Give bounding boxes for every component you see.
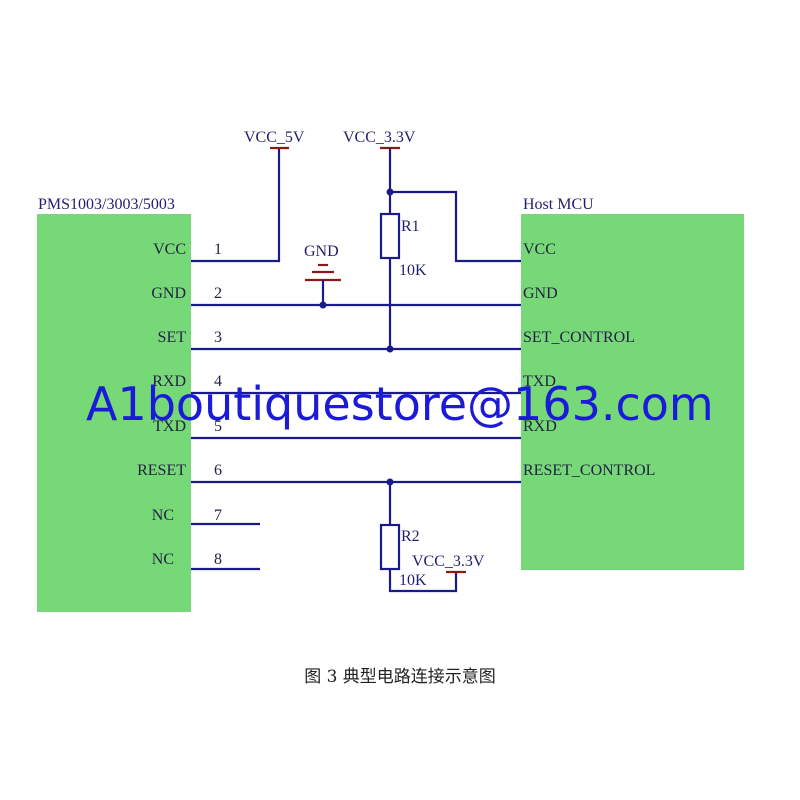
r2-ref-label: R2 [401,528,420,545]
left-pin-label-rxd: RXD [152,373,186,390]
left-pin-label-nc7: NC [152,507,174,524]
wire-vcc5v [191,148,281,263]
vcc5v-label: VCC_5V [244,129,305,146]
vcc33-top-label: VCC_3.3V [343,129,416,146]
junction-vcc33 [386,188,394,196]
right-pin-label-rxd: RXD [523,418,557,435]
pin-number-6: 6 [214,462,222,479]
gnd-symbol-label: GND [304,243,339,260]
pin-number-4: 4 [214,373,222,390]
resistor-r1-body [379,212,401,260]
left-pin-label-gnd: GND [151,285,186,302]
junction-reset [386,478,394,486]
right-pin-label-reset-control: RESET_CONTROL [523,462,655,479]
r1-value-label: 10K [399,262,427,279]
left-pin-label-txd: TXD [153,418,186,435]
pin-number-1: 1 [214,241,222,258]
right-pin-label-vcc: VCC [523,241,556,258]
wire-r2-to-vcc33 [388,569,458,593]
host-mcu-chip-body [521,214,744,570]
resistor-r2-body [379,523,401,571]
host-mcu-chip-title: Host MCU [523,196,594,213]
pin-number-5: 5 [214,418,222,435]
watermark-email: A1boutiquestore@163.com [86,377,714,431]
vcc33-bottom-label: VCC_3.3V [412,553,485,570]
left-pin-label-reset: RESET [137,462,186,479]
right-pin-label-txd: TXD [523,373,556,390]
pms-chip-title: PMS1003/3003/5003 [38,196,175,213]
figure-caption: 图 3 典型电路连接示意图 [304,667,496,687]
pin-number-3: 3 [214,329,222,346]
pin-number-8: 8 [214,551,222,568]
junction-gnd [319,301,327,309]
pin-number-2: 2 [214,285,222,302]
junction-set [386,345,394,353]
r2-value-label: 10K [399,572,427,589]
left-pin-label-nc8: NC [152,551,174,568]
right-pin-label-set-control: SET_CONTROL [523,329,635,346]
left-pin-label-set: SET [158,329,187,346]
pin-number-7: 7 [214,507,222,524]
left-pin-label-vcc: VCC [153,241,186,258]
pms-chip-body [37,214,191,612]
right-pin-label-gnd: GND [523,285,558,302]
wire-vcc33-to-mcu [390,190,521,263]
r1-ref-label: R1 [401,218,420,235]
